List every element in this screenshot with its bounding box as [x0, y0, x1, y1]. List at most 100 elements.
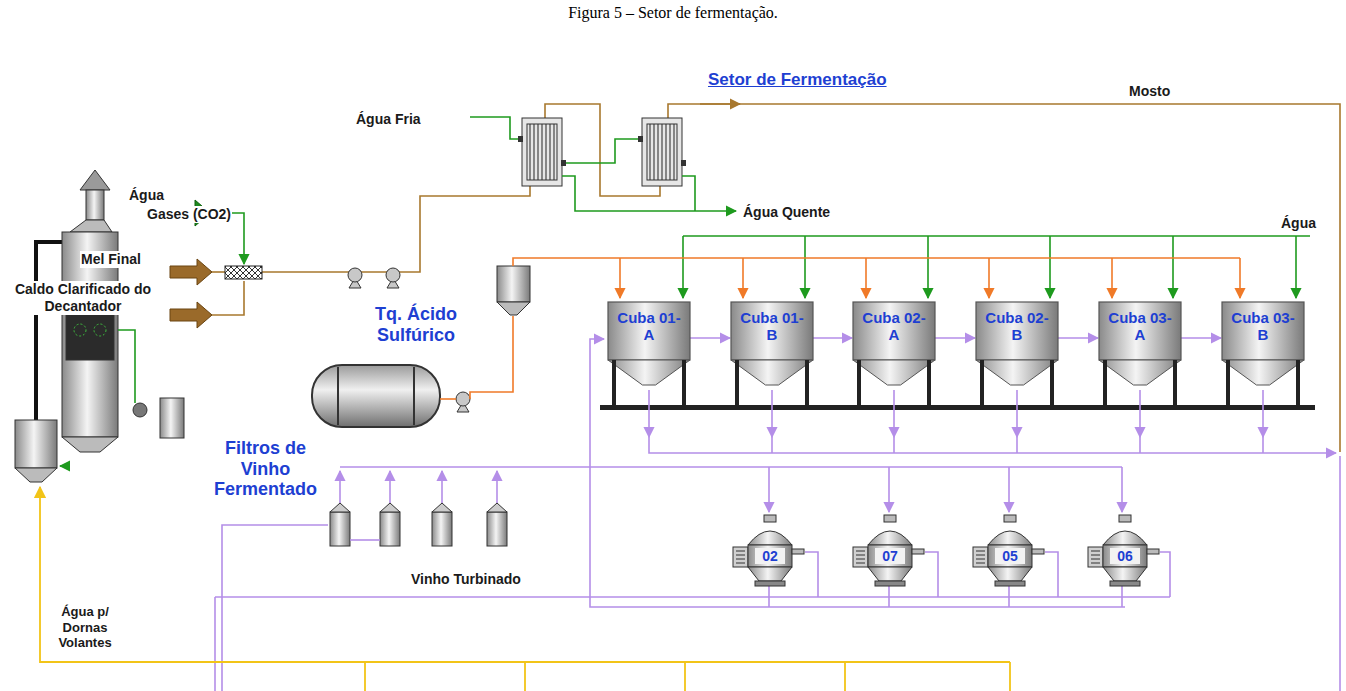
vat-name: Cuba 01-B [731, 309, 813, 344]
dilution-water-pipe [524, 662, 526, 691]
heat-exchanger [518, 118, 686, 186]
water-header [927, 236, 929, 298]
centrifuge-spout [792, 549, 804, 554]
vat-leg [1226, 360, 1230, 407]
stream-label: Caldo Clarificado do Decantador [2, 281, 164, 315]
pump [348, 268, 400, 288]
motor-fin [976, 563, 985, 564]
vat-leg [1173, 360, 1177, 407]
water-header [804, 236, 806, 298]
motor-fin [1091, 559, 1100, 560]
flow-connector [813, 337, 852, 339]
acid-tank [337, 367, 339, 425]
wine-pipe [1121, 585, 1123, 607]
acid-tank [497, 266, 530, 302]
stream-label: Tq. Ácido Sulfúrico [366, 304, 466, 345]
acid-pipe [470, 316, 513, 399]
vat-leg [735, 360, 739, 407]
stream-label: Água [1280, 215, 1317, 232]
centrifuge-number: 06 [1110, 548, 1140, 564]
flow-connector [690, 337, 730, 339]
acid-tank [312, 266, 530, 427]
centrifuge-motor [853, 547, 868, 567]
wine-pipe [1262, 390, 1264, 437]
co2-scrubber [62, 437, 118, 452]
centrifuge-dome [868, 531, 912, 545]
acid-pipe [513, 258, 1240, 266]
centrifuge-bowl [1103, 567, 1147, 581]
centrifuge-number: 05 [995, 548, 1025, 564]
centrifuge-bowl [988, 567, 1032, 581]
flow-connector [1181, 337, 1221, 339]
wine-pipe [768, 467, 770, 512]
dilution-water-pipe [684, 662, 686, 691]
centrifuge-inlet [884, 515, 896, 522]
dilution-water-pipe [364, 662, 366, 691]
centrifuge: 07 [853, 515, 927, 587]
wine-pipe [340, 466, 1122, 468]
label-slot: Água p/ Dornas Volantes [48, 604, 122, 651]
motor-fin [736, 559, 745, 560]
label-slot: Água Quente [742, 203, 831, 221]
cooling-water-pipe [470, 117, 518, 139]
vat-name: Cuba 03-B [1222, 309, 1304, 344]
wine-pipe [1016, 437, 1018, 453]
heat-exchanger [681, 160, 686, 166]
wine-filter [330, 512, 350, 546]
wine-filter [350, 539, 380, 541]
dilution-water-pipe [844, 662, 846, 691]
title-slot: Setor de Fermentação [708, 70, 887, 90]
acid-pipe [1111, 258, 1113, 298]
co2-scrubber [80, 170, 110, 190]
motor-fin [976, 555, 985, 556]
static-mixer [225, 266, 262, 279]
stream-label: Filtros de Vinho Fermentado [203, 438, 328, 500]
centrifuge-number: 07 [875, 548, 905, 564]
acid-tank [456, 392, 470, 406]
co2-scrubber [118, 330, 135, 403]
vat-leg [980, 360, 984, 407]
motor-fin [736, 563, 745, 564]
vat-body [1222, 302, 1304, 360]
heat-exchanger [527, 124, 557, 180]
centrifuge-body [868, 545, 912, 567]
vat-body [976, 302, 1058, 360]
co2-scrubber [15, 468, 57, 482]
co2-scrubber [133, 403, 147, 417]
label-slot: Tq. Ácido Sulfúrico [366, 304, 466, 345]
vat-leg [805, 360, 809, 407]
vat-cone [1222, 360, 1304, 385]
feed-pipe [262, 186, 530, 272]
heat-exchanger [642, 118, 682, 186]
acid-tank [413, 367, 415, 425]
centrifuge-base [875, 581, 905, 586]
motor-fin [856, 551, 865, 552]
wine-pipe [893, 437, 895, 453]
label-slot: Mel Final [80, 250, 142, 268]
motor-fin [856, 555, 865, 556]
wine-pipe [1016, 390, 1018, 437]
acid-tank [312, 365, 440, 427]
acid-pipe [619, 258, 621, 298]
vat-cone [853, 360, 935, 385]
wine-pipe [222, 525, 328, 691]
wine-pipe [649, 437, 1336, 453]
wine-filter [330, 503, 507, 546]
centrifuge-base [1110, 581, 1140, 586]
water-header [1295, 236, 1297, 298]
centrifuge-motor [1088, 547, 1103, 567]
label-slot: Mosto [1128, 82, 1171, 100]
acid-pipe [988, 258, 990, 298]
wine-pipe [888, 585, 890, 607]
vat-leg [857, 360, 861, 407]
stream-label: Água Fria [355, 111, 422, 128]
wine-pipe [1160, 552, 1170, 597]
co2-scrubber [94, 324, 106, 336]
vat-leg [1296, 360, 1300, 407]
vat-leg [1103, 360, 1107, 407]
diagram-title: Setor de Fermentação [708, 70, 887, 90]
heat-exchanger [647, 124, 677, 180]
vat-name: Cuba 03-A [1099, 309, 1181, 344]
label-slot: Água [1280, 214, 1317, 232]
